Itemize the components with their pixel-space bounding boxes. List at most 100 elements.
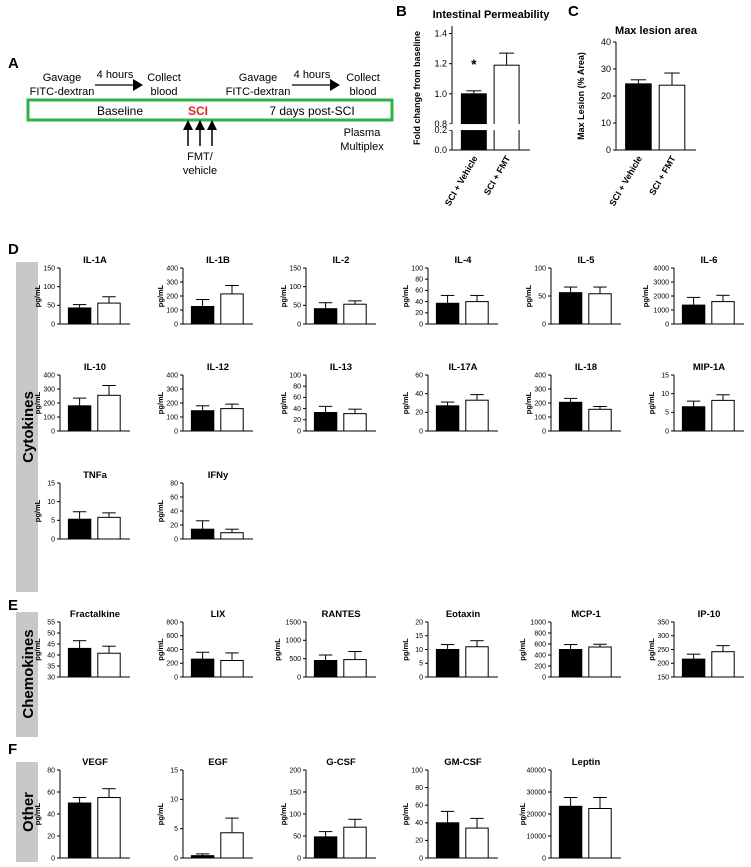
bar-fmt (220, 660, 244, 678)
y-tick-label: 10000 (527, 833, 547, 840)
y-tick-label: 60 (415, 803, 423, 810)
y-axis-label: pg/mL (641, 284, 650, 307)
y-axis-label: pg/mL (156, 638, 165, 661)
panel-label-c: C (568, 3, 579, 20)
plasma-label: Plasma (344, 127, 382, 139)
chart-title: IP-10 (698, 609, 721, 620)
bar-vehicle (67, 518, 92, 540)
y-tick-label: 300 (43, 386, 55, 393)
y-tick-label: 0 (542, 674, 546, 681)
y-tick-label: 150 (657, 674, 669, 681)
y-tick-label: 3000 (653, 279, 669, 286)
bar-fmt (97, 516, 121, 540)
y-tick-label: 10 (601, 118, 611, 128)
bar-vehicle (67, 647, 92, 678)
y-axis-label: pg/mL (401, 802, 410, 825)
y-axis-label: pg/mL (156, 284, 165, 307)
y-tick-label: 20 (293, 417, 301, 424)
bar-vehicle (190, 855, 215, 859)
y-tick-label: 50 (538, 293, 546, 300)
chart-title: GM-CSF (444, 757, 482, 768)
bar-vehicle (67, 307, 92, 325)
bar-vehicle (558, 401, 583, 432)
y-tick-label: 150 (43, 265, 55, 272)
bar-fmt (343, 659, 367, 678)
bar-vehicle (67, 802, 92, 859)
y-axis-label: pg/mL (33, 802, 42, 825)
y-tick-label: 300 (657, 633, 669, 640)
chart-title: EGF (208, 757, 228, 768)
y-tick-label: 60 (47, 789, 55, 796)
y-tick-label: 0 (297, 855, 301, 862)
y-tick-label: 350 (657, 619, 669, 626)
y-tick-label: 20 (47, 833, 55, 840)
y-tick-label: 45 (47, 641, 55, 648)
y-tick-label: 200 (289, 767, 301, 774)
y-tick-label: 0 (174, 855, 178, 862)
y-tick-label: 400 (166, 372, 178, 379)
post-sci-label: 7 days post-SCI (269, 104, 354, 118)
y-tick-label: 5 (51, 518, 55, 525)
bar-fmt (343, 413, 367, 432)
cytokines-label: Cytokines (20, 391, 37, 463)
y-axis-label: pg/mL (279, 284, 288, 307)
chart-title: MIP-1A (693, 362, 725, 373)
bar-vehicle (435, 302, 460, 325)
bar-vehicle (313, 308, 338, 325)
y-tick-label: 0 (665, 321, 669, 328)
y-tick-label: 20 (415, 310, 423, 317)
chart-title: IL-1A (83, 255, 107, 266)
y-tick-label: 400 (534, 652, 546, 659)
chart-title: IL-4 (455, 255, 473, 266)
bar-fmt (465, 301, 489, 325)
y-tick-label: 20 (415, 838, 423, 845)
bar-vehicle (558, 292, 583, 325)
bar-fmt (465, 827, 489, 859)
y-tick-label: 30000 (527, 789, 547, 796)
bar-fmt (588, 646, 612, 678)
y-tick-label: 50 (293, 833, 301, 840)
chart-title: VEGF (82, 757, 108, 768)
y-tick-label: 20000 (527, 811, 547, 818)
y-tick-label: 40 (293, 406, 301, 413)
y-tick-label: 0 (297, 321, 301, 328)
y-axis-label: pg/mL (524, 391, 533, 414)
y-axis-label: pg/mL (33, 391, 42, 414)
y-tick-label: 0 (174, 674, 178, 681)
bar-fmt (220, 293, 244, 325)
y-tick-label: 0.0 (434, 145, 447, 155)
y-tick-label: 0 (51, 855, 55, 862)
y-tick-label: 0 (542, 428, 546, 435)
timeline-diagram: Gavage FITC-dextran 4 hours Collect bloo… (26, 69, 394, 177)
y-tick-label: 100 (411, 767, 423, 774)
bar-fmt (97, 797, 121, 859)
chart-title: IL-6 (701, 255, 718, 266)
y-tick-label: 300 (166, 386, 178, 393)
chart-title: Max lesion area (615, 25, 698, 37)
chart-title: Fractalkine (70, 609, 120, 620)
y-tick-label: 200 (534, 663, 546, 670)
y-tick-label: 40 (415, 299, 423, 306)
gavage-label-1: Gavage (43, 72, 82, 84)
y-tick-label: 150 (289, 265, 301, 272)
chart-title: MCP-1 (571, 609, 601, 620)
arrow-head-1 (133, 79, 143, 91)
bar-fmt (220, 408, 244, 432)
bar-fmt (588, 293, 612, 325)
timeline-box (26, 98, 394, 122)
y-tick-label: 200 (43, 400, 55, 407)
y-axis-label: pg/mL (518, 638, 527, 661)
y-tick-label: 0 (419, 428, 423, 435)
y-tick-label: 1.2 (434, 59, 447, 69)
bar-vehicle (681, 304, 706, 325)
y-tick-label: 1000 (285, 638, 301, 645)
chart-title: G-CSF (326, 757, 356, 768)
